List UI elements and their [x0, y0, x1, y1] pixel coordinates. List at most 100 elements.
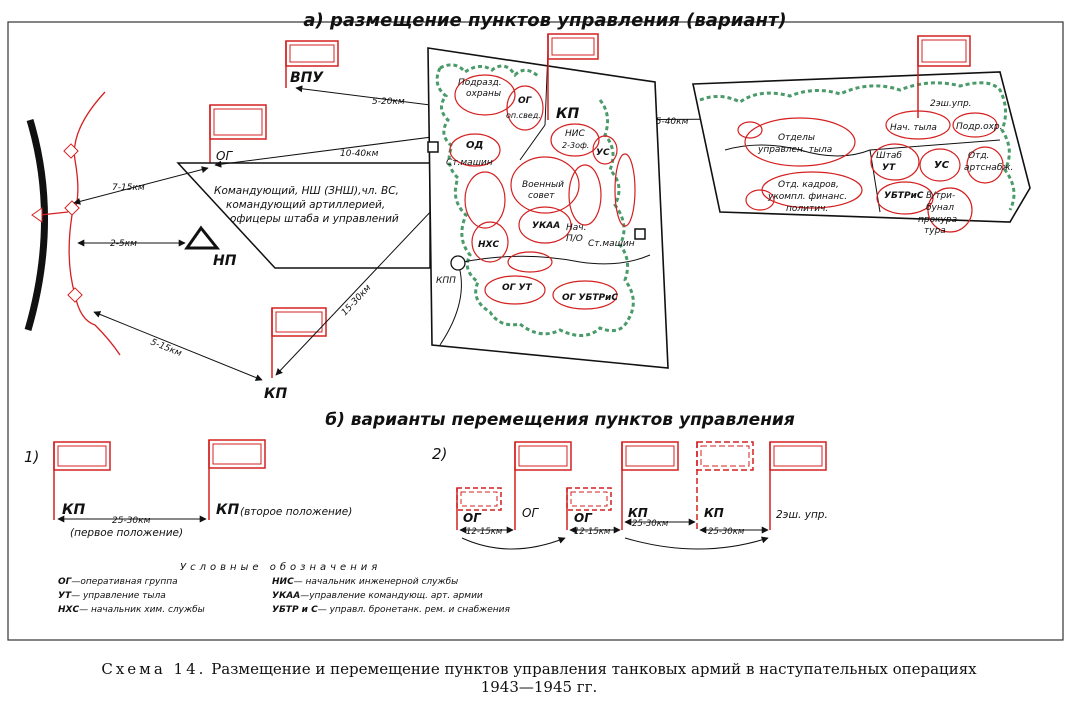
og-label: ОГ — [216, 149, 233, 163]
v2-move-arc2 — [624, 536, 769, 550]
svg-text:ОГ—оперативная группа: ОГ—оперативная группа — [58, 577, 178, 587]
parking-symbol — [634, 228, 646, 240]
arrow-front-og — [73, 166, 209, 205]
rear-ubtr-label: УБТРиС — [884, 191, 924, 201]
nach-label: Нач. П/О — [566, 223, 589, 244]
v1-kp1-label: КП — [62, 502, 85, 518]
caption-text: Размещение и перемещение пунктов управле… — [211, 660, 977, 678]
third-label: 2-3оф. — [562, 141, 589, 150]
svg-text:УБТР и С— управл. бронетанк. р: УБТР и С— управл. бронетанк. рем. и снаб… — [272, 605, 511, 615]
kp-flag — [271, 307, 327, 378]
dist-front-og: 7-15км — [112, 183, 145, 193]
dist-kp-rear: 15-40км — [650, 117, 689, 127]
rear-shtab-label: Штаб УТ — [876, 151, 905, 173]
od-label: ОД — [466, 140, 484, 151]
caption-prefix: Схема 14. — [101, 660, 207, 678]
kpp-label: КПП — [436, 276, 456, 286]
legend-right: НИС— начальник инженерной службы УКАА—уп… — [272, 577, 511, 615]
svg-text:УТ— управление тыла: УТ— управление тыла — [58, 591, 166, 601]
og-ubtr-label: ОГ УБТРиС — [562, 293, 618, 303]
v2-move-arc1 — [461, 537, 566, 550]
advance-arrow — [39, 211, 69, 216]
rear-flag — [917, 35, 971, 118]
outer-frame — [7, 21, 1064, 641]
og-ut-label: ОГ УТ — [502, 283, 532, 293]
rear-forest-edge — [699, 81, 1016, 211]
np-symbol — [184, 225, 221, 250]
rear-cadre-label: Отд. кадров, укомпл. финанс. политич. — [767, 180, 850, 214]
road — [439, 262, 462, 346]
svg-text:НХС— начальник хим. службы: НХС— начальник хим. службы — [58, 605, 205, 615]
v2-ech-flag — [769, 441, 827, 530]
v2-kp3-flag — [696, 441, 754, 530]
v1-kp2-flag — [208, 439, 266, 520]
kp-area-flag — [547, 33, 599, 120]
rear-us-label: УС — [934, 160, 950, 171]
rear-road — [724, 139, 1001, 157]
us-label: УС — [596, 148, 610, 158]
v2-d-kp1: 25-30км — [632, 519, 669, 529]
forest-edge — [598, 99, 635, 321]
nis-label: НИС — [565, 129, 586, 139]
kp-label: КП — [264, 386, 287, 402]
caption-years: 1943—1945 гг. — [480, 678, 598, 696]
front-line — [24, 118, 48, 331]
dist-vpu: 5-20км — [372, 97, 405, 107]
v2-og-mid: ОГ — [522, 506, 539, 520]
v2-og-b: ОГ — [574, 511, 593, 525]
v2-kp4: КП — [704, 506, 724, 520]
v1-first-pos: (первое положение) — [70, 527, 183, 539]
v1-kp2-label: КП — [216, 502, 239, 518]
variant2-label: 2) — [432, 445, 447, 463]
dist-kp-center: 15-30км — [340, 283, 374, 318]
v1-kp2-note: (второе положение) — [240, 506, 352, 518]
title-a: а) размещение пунктов управления (вариан… — [303, 10, 786, 31]
rear-tribunal-label: В/три- бунал прокура- тура — [918, 191, 963, 236]
kp-area-units — [449, 74, 636, 310]
legend-title: Условные обозначения — [180, 561, 381, 573]
guard-label: Подразд. охраны — [458, 78, 504, 99]
np-label: НП — [213, 253, 237, 269]
svg-text:УКАА—управление командующ. арт: УКАА—управление командующ. арт. армии — [272, 591, 483, 601]
parking1-label: Ст.машин — [446, 158, 493, 168]
rear-depts-label: Отделы управлен. тыла — [757, 133, 832, 155]
boundary-marker — [67, 287, 83, 303]
svg-text:НИС— начальник инженерной служ: НИС— начальник инженерной службы — [272, 577, 458, 587]
forest-edge — [435, 63, 630, 337]
variant1-label: 1) — [24, 448, 39, 466]
dist-og: 10-40км — [340, 149, 379, 159]
parking-symbol — [427, 141, 439, 153]
v2-d-kp2: 25-30км — [708, 527, 745, 537]
kpp-symbol — [450, 255, 466, 271]
council-label: Военный совет — [522, 180, 567, 201]
red-boundary — [68, 91, 121, 356]
v1-dist: 25-30км — [112, 516, 151, 526]
v1-kp1-flag — [53, 441, 111, 520]
road — [457, 254, 651, 265]
vpu-flag — [285, 40, 339, 88]
nhs-label: НХС — [478, 240, 499, 250]
rear-guard-label: Подр.охр. — [956, 122, 1002, 132]
v2-og2-flag — [566, 487, 612, 511]
og-area-label: ОГ — [518, 96, 533, 106]
rear-ech-label: 2эш.упр. — [930, 99, 972, 109]
ukaa-label: УКАА — [532, 221, 560, 231]
v2-og1-flag — [456, 487, 502, 511]
v2-kp2-flag — [621, 441, 679, 530]
rear-area-units — [737, 110, 1004, 233]
kp-area-label: КП — [556, 106, 579, 122]
rear-area-boundary — [692, 71, 1031, 223]
road — [519, 49, 549, 161]
title-b: б) варианты перемещения пунктов управлен… — [325, 410, 795, 430]
v2-kp3: КП — [628, 506, 648, 520]
v2-ech: 2эш. упр. — [776, 509, 828, 521]
v2-og-a: ОГ — [463, 511, 482, 525]
v2-d-og2: 12-15км — [574, 527, 611, 537]
legend-left: ОГ—оперативная группа УТ— управление тыл… — [58, 577, 205, 615]
arrow-front-kp — [93, 311, 263, 381]
figure-caption: Схема 14. Размещение и перемещение пункт… — [0, 660, 1078, 696]
vpu-label: ВПУ — [290, 70, 324, 86]
boundary-marker — [63, 143, 79, 159]
v2-d-og1: 12-15км — [466, 527, 503, 537]
